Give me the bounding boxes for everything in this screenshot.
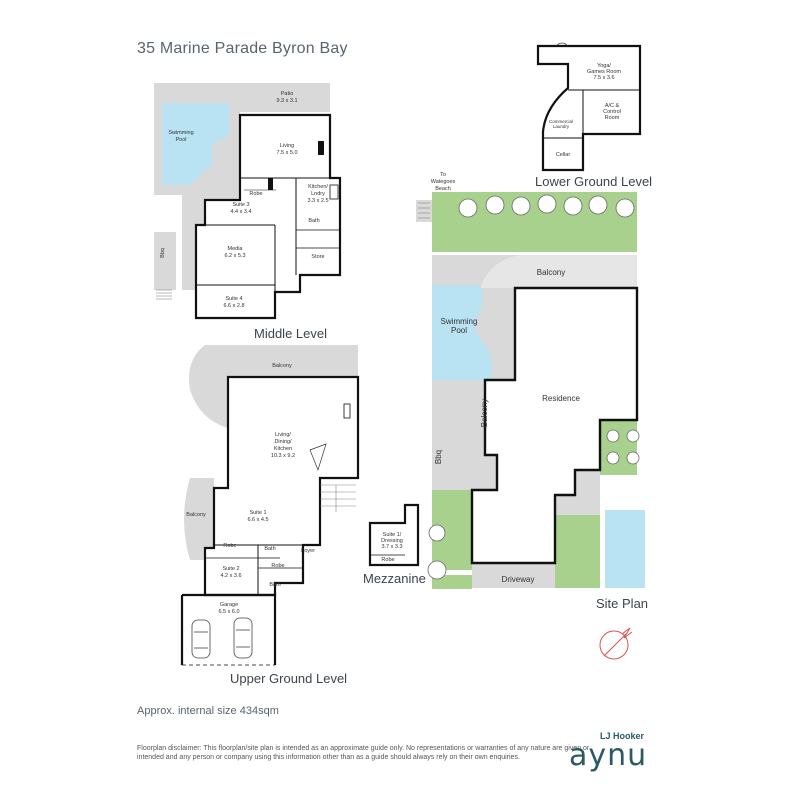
garage-size: 6.5 x 6.0 <box>218 609 239 615</box>
upper-level-walls <box>203 375 360 597</box>
site-plan-label: Site Plan <box>596 596 649 611</box>
tree-icon <box>427 194 640 580</box>
suite3-size: 4.4 x 3.4 <box>230 209 251 215</box>
pool-middle-label-2: Pool <box>175 137 186 143</box>
residence-label: Residence <box>542 394 580 403</box>
approx-internal-size: Approx. internal size 434sqm <box>137 705 279 717</box>
kitchen-middle-size: 3.3 x 2.5 <box>307 198 328 204</box>
robe-middle-label: Robe <box>249 191 262 197</box>
balcony-upper-label: Balcony <box>272 363 292 369</box>
store-label: Store <box>311 254 324 260</box>
living-upper-label-3: Kitchen <box>274 446 292 452</box>
pool-middle-label-1: Swimming <box>168 130 193 136</box>
lower-level-walls <box>536 44 642 172</box>
driveway-area <box>472 570 555 588</box>
bbq-strip-middle <box>154 232 176 290</box>
mezzanine-suite-size: 3.7 x 3.3 <box>381 544 402 550</box>
car-icon-2 <box>233 617 253 659</box>
laundry-label-1: Commercial <box>549 119 573 124</box>
ac-label-3: Room <box>605 115 620 121</box>
suite4-label: Suite 4 <box>225 296 242 302</box>
mezzanine-label: Mezzanine <box>363 571 426 586</box>
balcony-upper-side-label: Balcony <box>186 512 206 518</box>
middle-level-label: Middle Level <box>254 326 327 341</box>
kitchen-middle-label-2: Lndry <box>311 191 325 197</box>
garage-walls <box>180 593 277 665</box>
compass-icon <box>599 627 633 660</box>
mezzanine-walls <box>368 503 420 567</box>
suite3-label: Suite 3 <box>232 202 249 208</box>
agency-logo: aynu <box>569 738 648 773</box>
to-wategoes-label-1: To <box>440 172 446 178</box>
lower-ground-level-label: Lower Ground Level <box>535 174 653 189</box>
water-feature <box>605 510 645 588</box>
living-upper-size: 10.3 x 9.2 <box>271 453 295 459</box>
to-wategoes-label-3: Beach <box>435 186 451 192</box>
laundry-label-2: Laundry <box>553 124 570 129</box>
robe-upper2-label: Robe <box>271 563 284 569</box>
bath-upper2-label: Bath <box>269 582 280 588</box>
bath-middle-label: Bath <box>308 218 319 224</box>
balcony-site-side-label: Balcony <box>480 399 489 427</box>
foyer-label: Foyer <box>301 548 315 554</box>
bbq-site-label: Bbq <box>434 450 443 464</box>
property-title: 35 Marine Parade Byron Bay <box>137 40 348 57</box>
balcony-site-label: Balcony <box>537 268 565 277</box>
garden-right <box>600 420 637 475</box>
ac-label-2: Control <box>603 109 621 115</box>
cellar-label: Cellar <box>556 152 571 158</box>
agency-brand-name: LJ Hooker <box>600 731 645 741</box>
kitchen-middle-label-1: Kitchen/ <box>308 184 328 190</box>
living-middle-label: Living <box>280 143 294 149</box>
swimming-pool-middle <box>162 103 229 185</box>
upper-ground-level-label: Upper Ground Level <box>230 671 348 686</box>
robe-upper-label: Robe <box>223 543 236 549</box>
suite2-size: 4.2 x 3.6 <box>220 573 241 579</box>
garage-label: Garage <box>220 602 238 608</box>
driveway-label: Driveway <box>502 575 535 584</box>
bath-upper-label: Bath <box>264 546 275 552</box>
residence-walls <box>470 286 639 565</box>
robe-mezzanine-label: Robe <box>381 557 394 563</box>
media-label: Media <box>228 246 244 252</box>
yoga-label-1: Yoga/ <box>597 63 611 69</box>
upper-ground-level-plan: Balcony Living/ Dining/ Kitchen 10.3 x 9… <box>180 345 360 666</box>
patio-label: Patio <box>281 91 294 97</box>
to-wategoes-label-2: Wategoes <box>431 179 456 185</box>
mezzanine-suite-label-2: Dressing <box>381 538 403 544</box>
swimming-pool-site <box>432 285 492 380</box>
living-middle-size: 7.5 x 5.0 <box>276 150 297 156</box>
site-plan: To Wategoes Beach Balcony Swimming Pool … <box>416 172 645 589</box>
ac-label-1: A/C & <box>605 103 620 109</box>
balcony-upper <box>189 345 358 428</box>
floorplan-disclaimer: Floorplan disclaimer: This floorplan/sit… <box>137 745 590 761</box>
pool-site-label-1: Swimming <box>441 317 478 326</box>
patio-size: 9.3 x 3.1 <box>276 98 297 104</box>
suite1-label: Suite 1 <box>249 510 266 516</box>
lower-ground-level-plan: Yoga/ Games Room 7.5 x 3.6 A/C & Control… <box>536 42 642 172</box>
suite1-size: 6.6 x 4.5 <box>247 517 268 523</box>
yoga-label-2: Games Room <box>587 69 621 75</box>
mezzanine-plan: Suite 1/ Dressing 3.7 x 3.3 Robe <box>368 503 420 567</box>
mezzanine-suite-label-1: Suite 1/ <box>383 532 402 538</box>
balcony-upper-side <box>184 478 214 560</box>
living-upper-label-1: Living/ <box>275 432 291 438</box>
living-upper-label-2: Dining/ <box>274 439 292 445</box>
suite4-size: 6.6 x 2.8 <box>223 303 244 309</box>
media-size: 6.2 x 5.3 <box>224 253 245 259</box>
car-icon <box>191 619 211 659</box>
middle-level-plan: Patio 9.3 x 3.1 Swimming Pool Living 7.5… <box>154 83 342 320</box>
yoga-size: 7.5 x 3.6 <box>593 75 614 81</box>
pool-site-label-2: Pool <box>451 326 467 335</box>
suite2-label: Suite 2 <box>222 566 239 572</box>
bbq-middle-label: Bbq <box>160 248 166 258</box>
